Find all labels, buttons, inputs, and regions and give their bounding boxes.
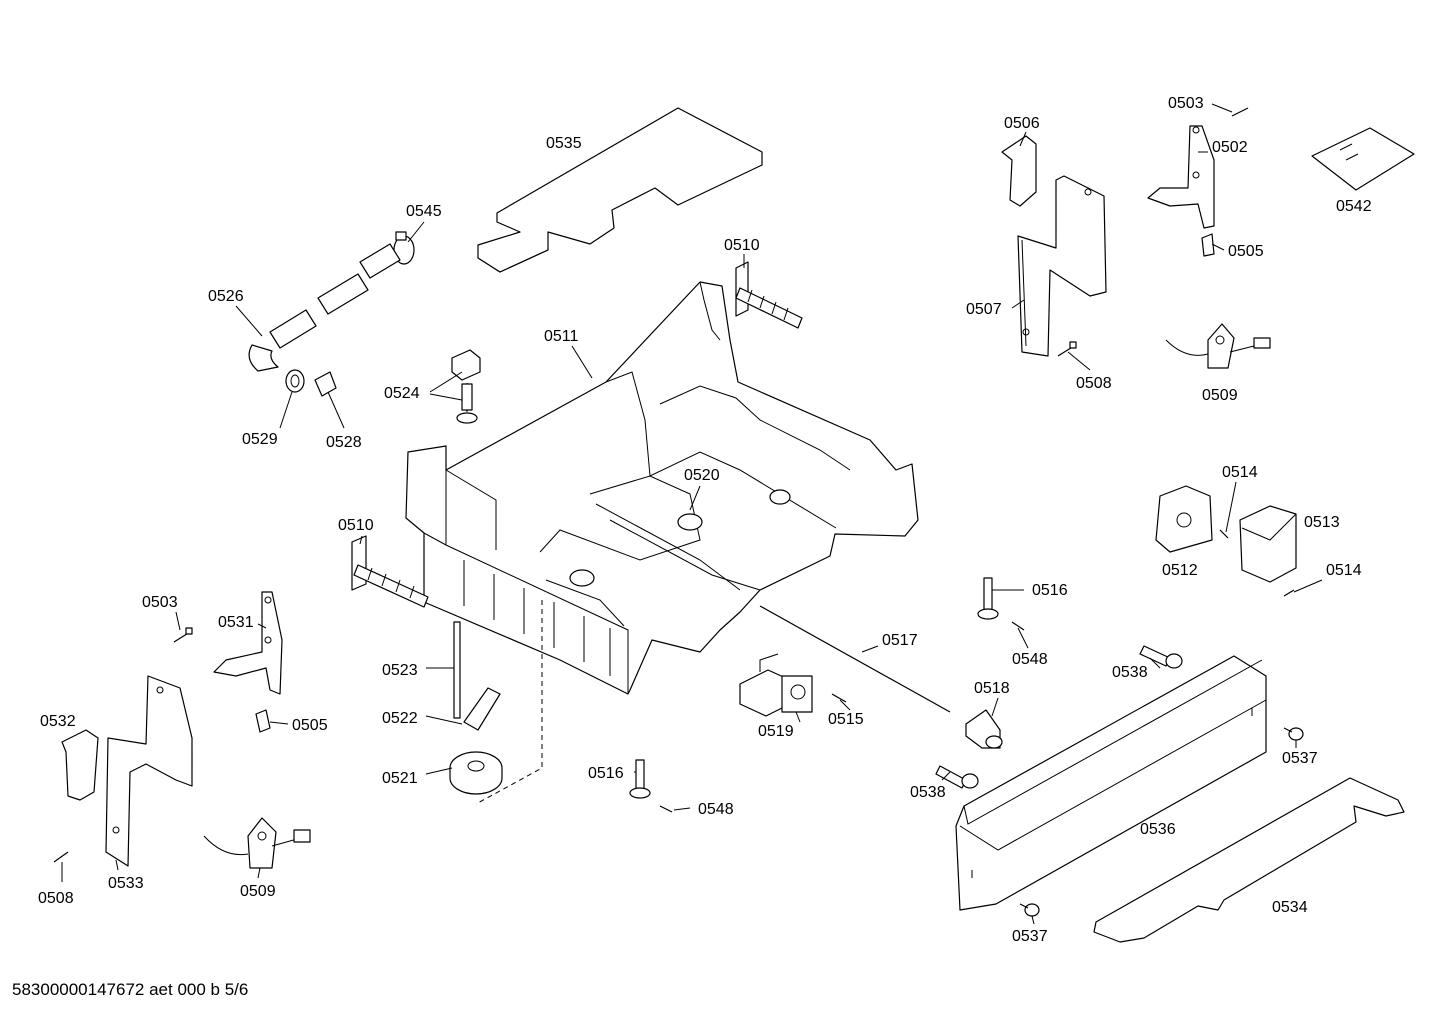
label-0545: 0545	[406, 203, 442, 220]
part-0508-screw-top	[1057, 341, 1077, 357]
part-0515-screw	[831, 693, 847, 703]
label-0518: 0518	[974, 680, 1010, 697]
part-0516-foot-right	[977, 577, 999, 620]
label-0509-left: 0509	[240, 883, 276, 900]
label-0538-top: 0538	[1112, 664, 1148, 681]
part-0533-bracket	[105, 675, 193, 867]
part-0526-drain-hose	[248, 243, 401, 372]
label-0520: 0520	[684, 467, 720, 484]
label-0535: 0535	[546, 135, 582, 152]
part-0506-clip	[1001, 135, 1037, 207]
part-labels: 0535 0545 0526 0529 0528 0524 0511 0510 …	[38, 95, 1372, 945]
label-0508-left: 0508	[38, 890, 74, 907]
part-0528-holder	[314, 371, 337, 397]
label-0548-lower: 0548	[698, 801, 734, 818]
label-0502: 0502	[1212, 139, 1248, 156]
part-0519-valve	[739, 653, 813, 717]
label-0509-top: 0509	[1202, 387, 1238, 404]
label-0524: 0524	[384, 385, 420, 402]
label-0515: 0515	[828, 711, 864, 728]
part-0503-screw-top	[1231, 107, 1249, 117]
label-0513: 0513	[1304, 514, 1340, 531]
part-0518-knob	[965, 709, 1003, 749]
part-0538-bolt-bottom	[935, 765, 979, 789]
label-0507: 0507	[966, 301, 1002, 318]
label-0521: 0521	[382, 770, 418, 787]
part-0510-spring-top	[735, 261, 803, 329]
part-0536-kick-plate	[955, 655, 1267, 911]
part-0509-actuator-top	[1165, 323, 1271, 369]
label-0531: 0531	[218, 614, 254, 631]
part-0531-bracket	[213, 591, 283, 695]
part-0513-cover	[1239, 505, 1297, 583]
label-0505-top: 0505	[1228, 243, 1264, 260]
part-0538-bolt-top	[1139, 645, 1183, 669]
label-0510-top: 0510	[724, 237, 760, 254]
label-0514-bottom: 0514	[1326, 562, 1362, 579]
part-0514-screw-b	[1283, 589, 1295, 597]
part-0529-hose-clip	[285, 369, 305, 393]
label-0511: 0511	[544, 328, 579, 345]
part-0502-bracket	[1147, 125, 1215, 229]
label-0519: 0519	[758, 723, 794, 740]
label-0548-right: 0548	[1012, 651, 1048, 668]
part-0535-cover-plate	[477, 107, 763, 273]
part-0548-screw-lower	[659, 805, 673, 813]
label-0532: 0532	[40, 713, 76, 730]
part-0548-screw-right	[1011, 621, 1025, 631]
part-0512-housing	[1155, 485, 1213, 553]
part-0509-actuator-left	[203, 817, 311, 869]
label-0533: 0533	[108, 875, 144, 892]
label-0526: 0526	[208, 288, 244, 305]
part-0505-clip-left	[255, 709, 271, 733]
label-0537-top: 0537	[1282, 750, 1318, 767]
label-0522: 0522	[382, 710, 418, 727]
part-0516-foot-lower	[629, 759, 651, 799]
part-0511-base-tub	[405, 281, 919, 805]
label-0529: 0529	[242, 431, 278, 448]
part-0534-trim-strip	[1093, 777, 1405, 943]
part-0532-clip	[61, 729, 99, 801]
part-0514-screw-a	[1219, 529, 1229, 539]
label-0538-bottom: 0538	[910, 784, 946, 801]
label-0508-top: 0508	[1076, 375, 1112, 392]
part-0524-foot	[451, 349, 481, 424]
part-0510-spring-left	[351, 535, 429, 608]
label-0506: 0506	[1004, 115, 1040, 132]
document-footer-id: 58300000147672 aet 000 b 5/6	[12, 980, 249, 999]
label-0542: 0542	[1336, 198, 1372, 215]
label-0503-left: 0503	[142, 594, 178, 611]
label-0512: 0512	[1162, 562, 1198, 579]
label-0517: 0517	[882, 632, 918, 649]
label-0516-right: 0516	[1032, 582, 1068, 599]
label-0505-left: 0505	[292, 717, 328, 734]
part-0523-rod	[453, 621, 461, 719]
leader-lines	[61, 103, 1323, 925]
part-0521-float	[449, 751, 503, 795]
label-0536: 0536	[1140, 821, 1176, 838]
label-0510-left: 0510	[338, 517, 374, 534]
part-0545-hose-clamp	[393, 231, 415, 265]
label-0523: 0523	[382, 662, 418, 679]
label-0514-top: 0514	[1222, 464, 1258, 481]
part-0508-screw-left	[53, 851, 69, 863]
label-0516-lower: 0516	[588, 765, 624, 782]
part-0517-rod	[759, 605, 951, 713]
part-0537-screw-top	[1283, 727, 1304, 741]
part-0542-screw-bag	[1311, 127, 1415, 191]
label-0537-bottom: 0537	[1012, 928, 1048, 945]
part-0522-lever	[463, 687, 501, 731]
part-0503-screw-left	[173, 627, 193, 643]
label-0528: 0528	[326, 434, 362, 451]
part-0507-bracket	[1017, 175, 1107, 357]
part-0537-screw-bottom	[1019, 903, 1040, 917]
label-0534: 0534	[1272, 899, 1308, 916]
label-0503-top: 0503	[1168, 95, 1204, 112]
part-0505-clip-top	[1201, 233, 1215, 257]
